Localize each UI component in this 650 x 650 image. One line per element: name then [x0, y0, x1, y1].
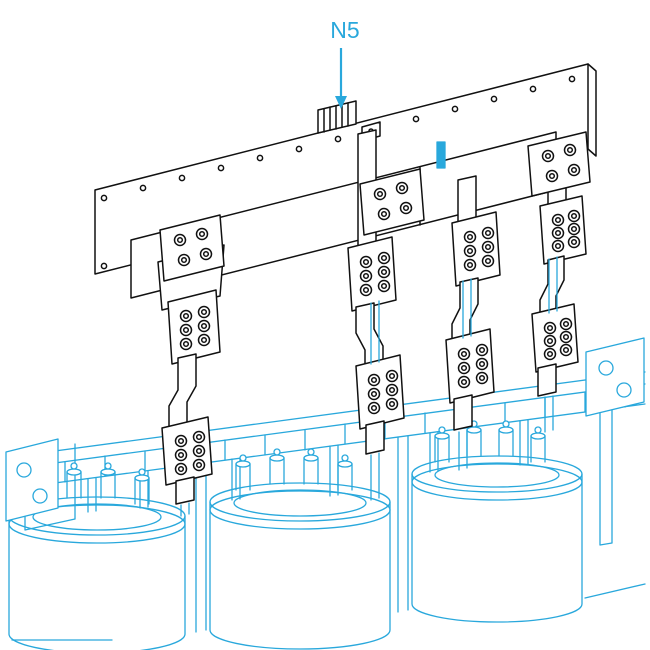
drop-2-lower-cluster — [355, 354, 405, 430]
drop-3-stub — [453, 394, 473, 431]
transformer-coil-2 — [209, 448, 391, 650]
drop-4-stub — [537, 363, 557, 397]
drop-3-lower-cluster — [445, 328, 495, 404]
mounting-bracket-left — [5, 438, 59, 522]
transformer-coil-3 — [411, 420, 583, 623]
bolt-plate-3 — [527, 131, 591, 197]
arrow-down-icon — [335, 48, 347, 109]
bolt-plate-2 — [359, 168, 425, 236]
drop-1-upper-cluster — [167, 289, 221, 365]
drop-1-stub — [175, 476, 195, 505]
link-drop-1 — [180, 502, 190, 517]
drop-4-upper-cluster — [539, 195, 587, 265]
transformer-base-lines — [11, 583, 646, 641]
drop-busbar-4 — [531, 195, 587, 397]
link-behind-panel — [436, 141, 446, 169]
busbar-feed-unit — [94, 63, 597, 505]
callout-n5: N5 — [330, 17, 360, 109]
link-drop-4 — [544, 256, 558, 433]
transformer-top-frame — [24, 371, 646, 633]
drop-busbar-2 — [347, 236, 405, 455]
link-drop-2 — [370, 300, 380, 501]
link-drop-3 — [458, 278, 472, 471]
drop-busbar-3 — [445, 211, 501, 431]
drop-1-lower-cluster — [161, 416, 213, 486]
drop-4-lower-cluster — [531, 303, 579, 373]
callout-label: N5 — [330, 17, 359, 43]
drop-2-upper-cluster — [347, 236, 397, 312]
drop-2-stub — [365, 420, 385, 455]
drop-busbar-1 — [161, 289, 221, 505]
flexible-links — [180, 141, 558, 517]
mounting-bracket-right — [585, 337, 645, 417]
drop-3-upper-cluster — [451, 211, 501, 287]
bolt-plate-1 — [159, 214, 225, 282]
